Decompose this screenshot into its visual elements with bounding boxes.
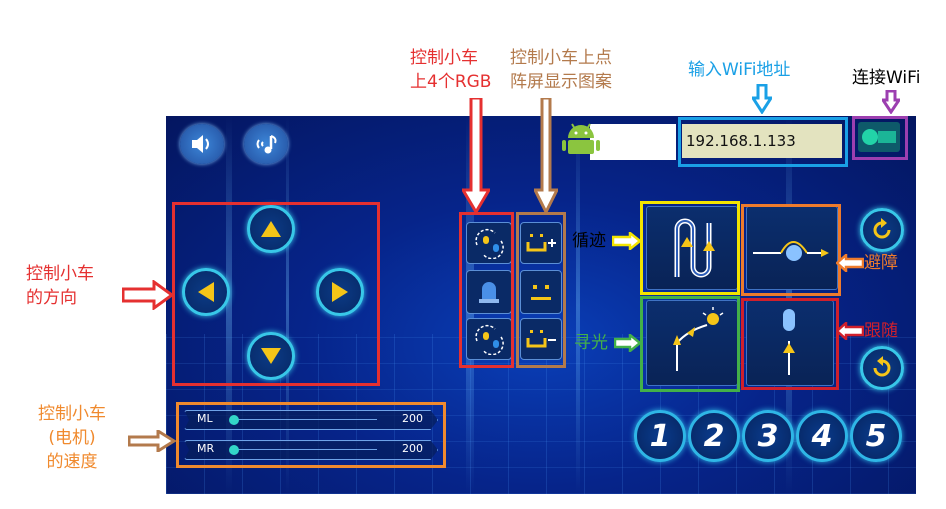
annotation-avoid: 避障 [864,253,898,273]
rotate-ccw-icon [873,218,891,239]
wifi-ip-input[interactable] [682,124,842,158]
rgb-light-cycle-icon [475,228,504,259]
annotation-motor-speed: 控制小车 (电机) 的速度 [38,404,106,472]
arrow-down-icon [462,98,490,214]
arrow-right-icon [122,280,174,310]
number-button-3[interactable]: 3 [742,410,794,462]
toggle-knob [862,129,878,145]
speaker-icon [192,135,209,153]
bulb-icon [479,282,499,303]
light-beam [576,116,580,494]
slider-label-mr: MR [197,442,215,455]
annotation-rgb: 控制小车 上4个RGB [410,48,492,92]
right-button[interactable] [316,268,364,316]
light-beam [226,116,232,494]
annotation-wifi-connect: 连接WiFi [852,68,921,88]
slider-track [233,449,377,450]
light-seek-mode-button[interactable] [646,300,738,386]
light-seek-highlight-box [640,296,740,392]
motor-right-slider[interactable]: MR 200 [184,440,438,460]
line-track-icon [674,218,715,278]
rgb-highlight-box [459,212,514,368]
avoid-highlight-box [741,204,841,296]
arrow-right-icon [612,232,642,250]
left-button[interactable] [182,268,230,316]
arrow-left-icon [198,282,214,302]
rgb-light-cycle-icon-2 [475,324,504,355]
annotation-light-seek: 寻光 [574,333,608,353]
matrix-highlight-box [516,212,566,368]
forward-button[interactable] [247,205,295,253]
number-button-4[interactable]: 4 [796,410,848,462]
arrow-down-icon [752,84,772,114]
follow-mode-button[interactable] [746,300,834,386]
arrow-right-icon [128,430,176,452]
neutral-face-icon [531,285,551,300]
arrow-down-icon [261,348,281,364]
matrix-next-button[interactable] [520,222,562,264]
number-button-2[interactable]: 2 [688,410,740,462]
matrix-prev-button[interactable] [520,318,562,360]
wifi-toggle-highlight-box [852,116,908,160]
annotation-follow: 跟随 [864,321,898,341]
arrow-left-icon [836,322,864,340]
smiley-plus-icon [526,234,556,252]
rgb-off-button[interactable] [466,270,512,314]
rotate-left-button[interactable] [860,208,904,252]
annotation-line-follow: 循迹 [572,231,606,251]
speed-highlight-box [176,402,446,468]
music-note-icon [256,135,277,154]
arrow-up-icon [261,221,281,237]
direction-highlight-box [172,202,380,386]
rotate-cw-icon [873,356,891,377]
slider-knob[interactable] [229,415,239,425]
wifi-toggle-switch[interactable] [858,122,900,152]
smiley-minus-icon [526,330,556,348]
status-bar [590,124,676,160]
matrix-neutral-button[interactable] [520,270,562,314]
android-icon [562,123,600,154]
arrow-down-icon [882,90,900,114]
line-follow-mode-button[interactable] [646,206,738,290]
annotation-direction: 控制小车 的方向 [26,264,94,308]
annotation-wifi-address: 输入WiFi地址 [688,60,791,80]
light-beam [286,116,289,494]
avoid-obstacle-icon [753,241,829,261]
annotation-matrix: 控制小车上点 阵屏显示图案 [510,48,612,92]
sound-button[interactable] [180,124,224,164]
obstacle-avoid-mode-button[interactable] [746,206,838,290]
light-seek-icon [673,307,724,371]
follow-icon [783,309,795,375]
rgb-increase-button[interactable] [466,222,512,264]
follow-highlight-box [741,298,839,390]
slider-value-ml: 200 [402,412,423,425]
slider-track [233,419,377,420]
slider-knob[interactable] [229,445,239,455]
toggle-track [878,131,896,143]
line-follow-highlight-box [640,201,740,295]
music-button[interactable] [244,124,288,164]
slider-label-ml: ML [197,412,213,425]
number-button-1[interactable]: 1 [634,410,686,462]
arrow-right-icon [332,282,348,302]
wifi-input-highlight-box [678,117,848,167]
rotate-right-button[interactable] [860,346,904,390]
arrow-down-icon [534,98,558,214]
arrow-left-icon [836,254,864,272]
arrow-right-icon [614,334,642,352]
number-button-5[interactable]: 5 [850,410,902,462]
backward-button[interactable] [247,332,295,380]
slider-value-mr: 200 [402,442,423,455]
